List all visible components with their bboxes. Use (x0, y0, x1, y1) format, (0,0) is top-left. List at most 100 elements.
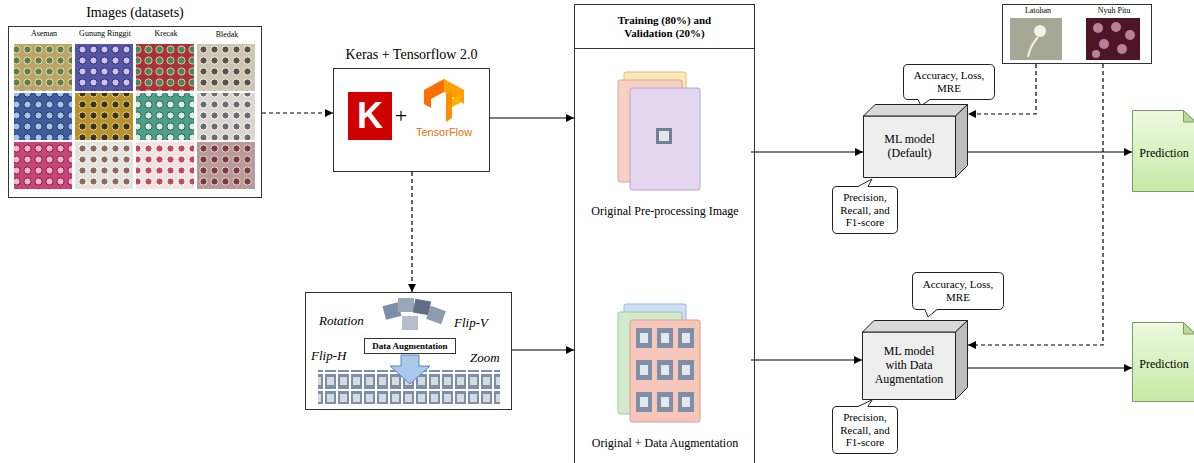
output-document: Prediction (1132, 110, 1194, 192)
class-label: Gunung Ringgit (75, 29, 135, 38)
label-text: ML model with Data Augmentation (873, 345, 945, 386)
image-stack (618, 72, 700, 190)
connector (512, 349, 574, 350)
augmented-stack-part (661, 333, 669, 343)
augmented-stack-part (678, 392, 694, 412)
batik-tiles-part (136, 142, 194, 189)
augmented-stack-part (682, 365, 690, 375)
document-sheet (1133, 111, 1194, 192)
metric-callout: Precision, Recall, and F1-score (832, 406, 898, 454)
label-text: Original Pre-processing Image (591, 205, 738, 219)
panel-heading: Keras + Tensorflow 2.0 (334, 47, 489, 63)
augmentation-figure-part (402, 316, 418, 330)
augmented-stack-part (640, 397, 648, 407)
operation-label: Zoom (470, 351, 510, 366)
batik-tiles-part (14, 142, 72, 189)
test-images-part (1028, 37, 1038, 57)
cube-side (956, 105, 968, 178)
augmentation-figure-part (390, 355, 430, 384)
tensorflow-logo (424, 79, 464, 122)
augmented-stack-part (630, 320, 700, 422)
augmentation-figure-part (398, 298, 414, 312)
metric-callout: Accuracy, Loss, MRE (912, 272, 1004, 310)
batik-tiles-part (136, 44, 194, 91)
callout-bubble (833, 179, 898, 234)
document-fold (1184, 111, 1194, 123)
augmented-stack-part (636, 360, 652, 380)
batik-tiles-part (197, 142, 255, 189)
plus-sign: + (393, 101, 409, 131)
dataset-panel: Images (datasets)AsemanGunung RinggitKre… (8, 26, 262, 198)
augmented-stack-part (678, 360, 694, 380)
augmented-stack (618, 304, 700, 422)
cube-top (863, 321, 968, 333)
class-label: Bledak (197, 30, 257, 39)
class-label: Krecak (136, 29, 196, 38)
label-text: Accuracy, Loss, MRE (917, 278, 999, 303)
batik-tiles-part (75, 44, 133, 91)
batik-tiles-part (197, 44, 255, 91)
connector (968, 151, 1132, 152)
class-label: Aseman (14, 29, 74, 38)
model-cube: ML model with Data Augmentation (862, 320, 968, 400)
augmented-stack-part (657, 392, 673, 412)
test-images-part (1092, 50, 1100, 58)
panel-heading: Images (datasets) (9, 5, 261, 21)
metric-callout: Precision, Recall, and F1-score (832, 186, 898, 234)
test-images-part (1099, 39, 1109, 49)
label-text: Accuracy, Loss, MRE (908, 69, 990, 94)
augmented-stack-part (657, 360, 673, 380)
test-images-part (1086, 18, 1140, 60)
augmented-stack-part (682, 333, 690, 343)
label-text: Precision, Recall, and F1-score (836, 411, 894, 449)
augmentation-box: RotationFlip-VFlip-HZoomData Augmentatio… (305, 292, 512, 410)
connector (968, 367, 1132, 368)
batik-tiles-part (14, 44, 72, 91)
augmented-stack-part (682, 397, 690, 407)
test-images-part (1117, 44, 1127, 54)
tensorflow-logo-part (446, 91, 452, 122)
framework-box: Keras + Tensorflow 2.0K+TensorFlow (333, 68, 490, 172)
tensorflow-logo-part (452, 95, 460, 107)
model-cube: ML model (Default) (863, 104, 968, 178)
column-heading: Training (80%) and Validation (20%) (575, 5, 754, 49)
test-images-part (1010, 18, 1062, 60)
dataset-stack: Original + Data Augmentation (579, 302, 751, 452)
test-images-part (1111, 22, 1121, 32)
callout-bubble (904, 65, 995, 107)
process-label-box: Data Augmentation (364, 338, 456, 354)
connector (751, 359, 862, 360)
test-images-part (1034, 25, 1046, 37)
augmented-stack-part (678, 328, 694, 348)
keras-logo (348, 92, 392, 140)
cube-top (864, 105, 968, 117)
document-sheet (1133, 323, 1194, 402)
augmented-stack-part (640, 333, 648, 343)
operation-label: Flip-V (454, 316, 504, 331)
test-images (1010, 18, 1140, 60)
connector (262, 112, 333, 113)
augmented-stack-part (640, 365, 648, 375)
augmented-stack-part (657, 328, 673, 348)
operation-label: Rotation (319, 314, 379, 329)
batik-tiles-part (75, 142, 133, 189)
test-images-part (1093, 23, 1103, 33)
batik-tiles (14, 44, 255, 189)
image-label: Latohan (1009, 6, 1067, 15)
document-fold (1184, 323, 1194, 335)
batik-tiles-part (197, 93, 255, 140)
image-stack-part (656, 128, 672, 144)
image-label: Nyuh Pitu (1085, 6, 1143, 15)
image-stack-part (630, 88, 700, 190)
split-column: Training (80%) and Validation (20%) Origi… (574, 4, 755, 463)
label-text: Original + Data Augmentation (592, 437, 738, 451)
callout-bubble (833, 400, 898, 454)
logo-wordmark: TensorFlow (406, 126, 482, 139)
augmentation-figure-part (426, 306, 446, 325)
dataset-stack: Original Pre-processing Image (579, 70, 751, 220)
connector (751, 151, 863, 152)
augmented-stack-part (636, 328, 652, 348)
